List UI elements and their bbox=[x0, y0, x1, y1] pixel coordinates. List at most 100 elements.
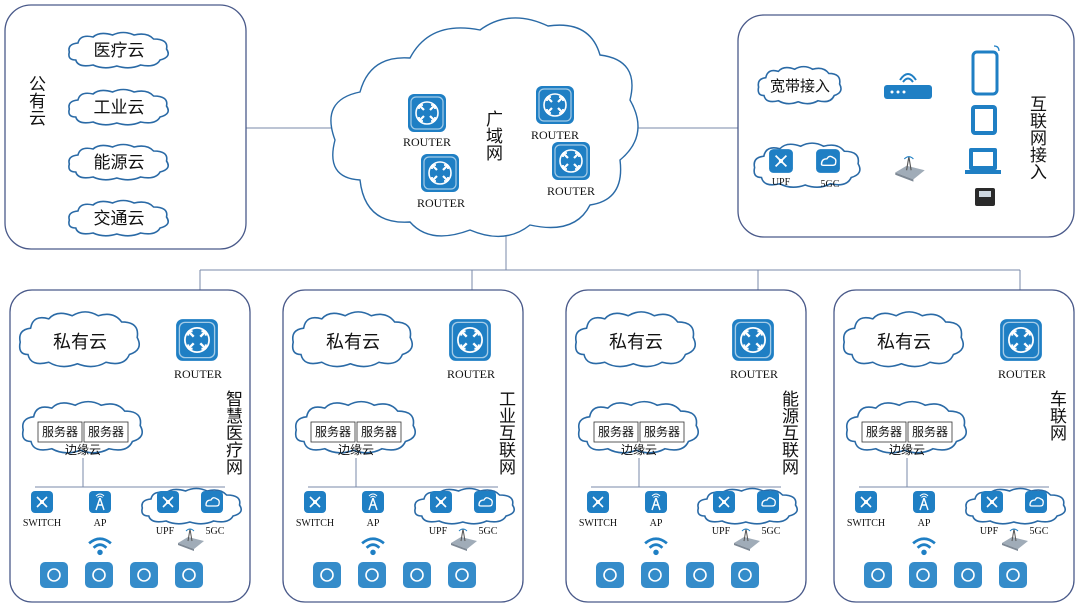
phone-icon bbox=[971, 45, 1000, 96]
cloud-medical[interactable]: 医疗云 bbox=[68, 31, 170, 69]
campus-router-label: ROUTER bbox=[447, 367, 495, 381]
server-label: 服务器 bbox=[598, 424, 634, 439]
device-icon bbox=[85, 562, 113, 588]
cloud-medical-label: 医疗云 bbox=[94, 41, 145, 61]
router-icon bbox=[551, 141, 591, 181]
device-icon bbox=[175, 562, 203, 588]
wan-router-4-label: ROUTER bbox=[547, 184, 595, 198]
router-icon bbox=[420, 153, 460, 193]
wan-router-3[interactable]: ROUTER bbox=[417, 153, 465, 210]
home-router-icon bbox=[884, 73, 932, 99]
broadband-label: 宽带接入 bbox=[770, 77, 830, 95]
cloud-industry-label: 工业云 bbox=[94, 98, 145, 118]
endpoint-devices bbox=[40, 562, 203, 588]
device-icon bbox=[641, 562, 669, 588]
cloud-transport-label: 交通云 bbox=[94, 209, 145, 229]
device-icon bbox=[999, 562, 1027, 588]
campus-router-label: ROUTER bbox=[998, 367, 1046, 381]
5gc-icon bbox=[473, 490, 497, 514]
endpoint-devices bbox=[864, 562, 1027, 588]
5g-core-cloud bbox=[414, 487, 516, 525]
campus-router-label: ROUTER bbox=[730, 367, 778, 381]
switch-label: SWITCH bbox=[579, 518, 617, 529]
5gc-label: 5GC bbox=[206, 526, 225, 537]
server-label: 服务器 bbox=[315, 424, 351, 439]
private-cloud-label: 私有云 bbox=[877, 332, 931, 353]
router-icon bbox=[535, 85, 575, 125]
5g-core-cloud bbox=[697, 487, 799, 525]
5gc-icon bbox=[756, 490, 780, 514]
ap-label: AP bbox=[367, 518, 380, 529]
router-icon bbox=[731, 318, 775, 362]
device-icon bbox=[731, 562, 759, 588]
5g-core-cloud bbox=[141, 487, 243, 525]
access-5gc-label: 5GC bbox=[821, 179, 840, 190]
server-label: 服务器 bbox=[88, 424, 124, 439]
private-cloud-label: 私有云 bbox=[609, 332, 663, 353]
server-label: 服务器 bbox=[866, 424, 902, 439]
access-point[interactable]: AP bbox=[361, 490, 385, 529]
switch[interactable]: SWITCH bbox=[296, 490, 334, 529]
switch-label: SWITCH bbox=[23, 518, 61, 529]
upf-label: UPF bbox=[980, 526, 999, 537]
switch-icon bbox=[30, 490, 54, 514]
edge-cloud-label: 边缘云 bbox=[65, 443, 101, 457]
wan-router-1-label: ROUTER bbox=[403, 135, 451, 149]
access-upf-label: UPF bbox=[772, 177, 791, 188]
ap-label: AP bbox=[650, 518, 663, 529]
edge-cloud-label: 边缘云 bbox=[889, 443, 925, 457]
5gc-icon bbox=[200, 490, 224, 514]
device-icon bbox=[130, 562, 158, 588]
access-5g-cloud: UPF 5GC bbox=[753, 142, 861, 190]
access-point[interactable]: AP bbox=[912, 490, 936, 529]
cloud-energy[interactable]: 能源云 bbox=[68, 143, 170, 181]
router-icon bbox=[999, 318, 1043, 362]
campus-name: 智慧医疗网 bbox=[222, 390, 243, 476]
switch-icon bbox=[586, 490, 610, 514]
ap-icon bbox=[912, 490, 936, 514]
server-label: 服务器 bbox=[361, 424, 397, 439]
campus-name: 车联网 bbox=[1046, 390, 1067, 442]
wan-router-4[interactable]: ROUTER bbox=[547, 141, 595, 198]
campus-router[interactable]: ROUTER bbox=[998, 318, 1046, 381]
access-point[interactable]: AP bbox=[88, 490, 112, 529]
campus-name: 能源互联网 bbox=[778, 390, 799, 476]
server-label: 服务器 bbox=[42, 424, 78, 439]
wan-router-2[interactable]: ROUTER bbox=[531, 85, 579, 142]
switch[interactable]: SWITCH bbox=[579, 490, 617, 529]
wan-router-1[interactable]: ROUTER bbox=[403, 93, 451, 149]
campus-router[interactable]: ROUTER bbox=[730, 318, 778, 381]
switch-label: SWITCH bbox=[847, 518, 885, 529]
device-icon bbox=[909, 562, 937, 588]
laptop-icon bbox=[965, 148, 1001, 174]
campus-router[interactable]: ROUTER bbox=[447, 318, 495, 381]
router-icon bbox=[407, 93, 447, 133]
cloud-transport[interactable]: 交通云 bbox=[68, 199, 170, 237]
device-icon bbox=[40, 562, 68, 588]
switch-label: SWITCH bbox=[296, 518, 334, 529]
device-icon bbox=[403, 562, 431, 588]
switch[interactable]: SWITCH bbox=[847, 490, 885, 529]
upf-icon bbox=[980, 490, 1004, 514]
device-icon bbox=[358, 562, 386, 588]
private-cloud-label: 私有云 bbox=[53, 332, 107, 353]
internet-access-label: 互联网接入 bbox=[1026, 95, 1047, 180]
cloud-energy-label: 能源云 bbox=[94, 153, 145, 173]
cloud-industry[interactable]: 工业云 bbox=[68, 88, 170, 126]
switch[interactable]: SWITCH bbox=[23, 490, 61, 529]
router-icon bbox=[448, 318, 492, 362]
edge-cloud-label: 边缘云 bbox=[621, 443, 657, 457]
5gc-label: 5GC bbox=[1030, 526, 1049, 537]
ap-icon bbox=[88, 490, 112, 514]
endpoint-devices bbox=[313, 562, 476, 588]
campus-router[interactable]: ROUTER bbox=[174, 318, 222, 381]
device-icon bbox=[864, 562, 892, 588]
access-point[interactable]: AP bbox=[644, 490, 668, 529]
switch-icon bbox=[303, 490, 327, 514]
broadband-cloud[interactable]: 宽带接入 bbox=[757, 65, 842, 105]
upf-icon bbox=[429, 490, 453, 514]
